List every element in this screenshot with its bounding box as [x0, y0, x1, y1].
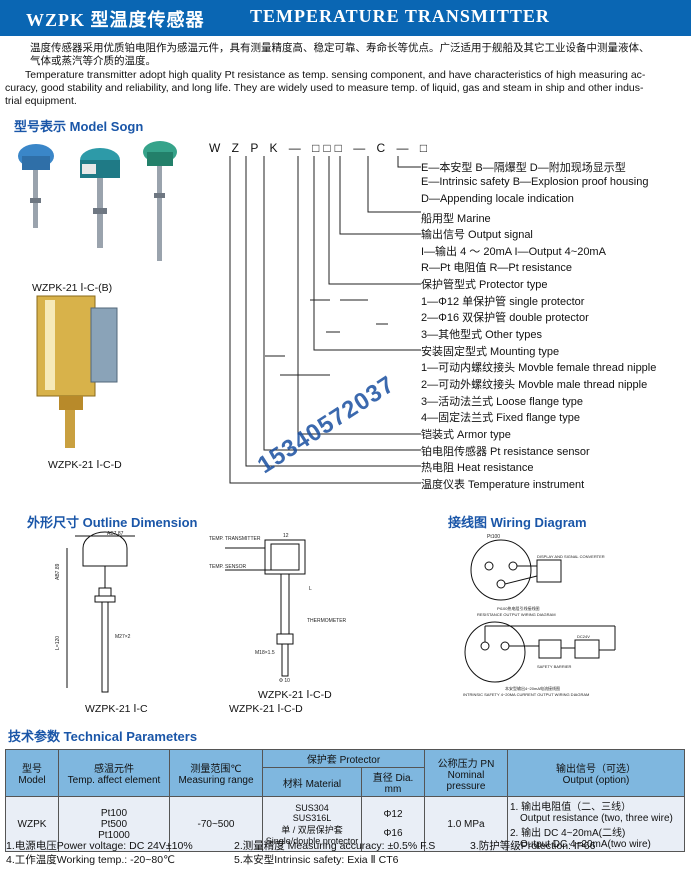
- label-mounting-4: 4—固定法兰式 Fixed flange type: [421, 412, 580, 424]
- tech-section-title: 技术参数 Technical Parameters: [8, 729, 198, 744]
- label-mounting-3: 3—活动法兰式 Loose flange type: [421, 396, 584, 408]
- label-pt-sensor: 铂电阻传感器 Pt resistance sensor: [421, 446, 590, 458]
- cell-pn: 1.0 MPa: [424, 796, 508, 852]
- intro-en-line3: trial equipment.: [5, 95, 77, 107]
- intro-cn-line1: 温度传感器采用优质铂电阻作为感温元件，具有测量精度高、稳定可靠、寿命长等优点。广…: [30, 42, 650, 54]
- th-material: 材料 Material: [262, 767, 362, 797]
- sensor-head-icon: [80, 148, 120, 248]
- label-temp-sensor: TEMP. SENSOR: [209, 564, 247, 570]
- dim-12: 12: [283, 533, 289, 539]
- intro-cn-line2: 气体或蒸汽等介质的温度。: [30, 55, 156, 67]
- wiring-barrier: SAFETY BARRIER: [537, 664, 571, 669]
- cell-model: WZPK: [5, 796, 59, 852]
- outline-section-title: 外形尺寸 Outline Dimension: [27, 515, 198, 530]
- wiring-caption-1-en: RESISTANCE OUTPUT WIRING DIAGRAM: [477, 612, 556, 617]
- label-protector-1: 1—Φ12 单保护管 single protector: [421, 296, 585, 308]
- label-marine: 船用型 Marine: [421, 213, 491, 225]
- label-mounting-1: 1—可动内螺纹接头 Movble female thread nipple: [421, 362, 657, 374]
- label-armor: 铠装式 Armor type: [421, 429, 511, 441]
- wiring-box-label: DISPLAY AND SIGNAL CONVERTER: [537, 554, 605, 559]
- note-5: 5.本安型Intrinsic safety: Exia Ⅱ CT6: [234, 854, 399, 866]
- wiring-diagram: Pt100 DISPLAY AND SIGNAL CONVERTER Pt100…: [463, 534, 616, 697]
- thread2-label: M18×1.5: [255, 650, 275, 656]
- label-head: TEMP. TRANSMITTER: [209, 536, 261, 542]
- sensor-head-icon: [18, 144, 54, 228]
- outline-drawing-1: AB7.87 AB7.89 L=120 M27×2: [55, 531, 135, 693]
- th-protector: 保护套 Protector: [262, 749, 425, 768]
- cell-range: -70~500: [169, 796, 263, 852]
- label-protector-3: 3—其他型式 Other types: [421, 329, 543, 341]
- note-3: 3.防护等级Protection: IP66: [470, 840, 596, 852]
- model-caption-2: WZPK-21 Ⅰ-C-D: [48, 459, 122, 471]
- outline-drawing-2: TEMP. TRANSMITTER TEMP. SENSOR THERMOMET…: [209, 533, 347, 684]
- dim-l: L: [309, 586, 312, 592]
- intro-en-line2: curacy, good stability and reliability, …: [5, 82, 644, 94]
- product-photo-sensors: [18, 141, 177, 261]
- wiring-caption-2-en: INTRINSIC SAFETY 4~20MA CURRENT OUTPUT W…: [463, 692, 589, 697]
- label-mounting: 安装固定型式 Mounting type: [421, 346, 560, 358]
- outline-caption-2b: WZPK-21 Ⅰ-C-D: [229, 703, 303, 715]
- label-thermometer: THERMOMETER: [307, 618, 347, 624]
- model-leader-lines: [229, 156, 421, 484]
- outline-caption-2a: WZPK-21 Ⅰ-C-D: [258, 689, 332, 701]
- note-1: 1.电源电压Power voltage: DC 24V±10%: [6, 840, 193, 852]
- title-cn: WZPK 型温度传感器: [26, 10, 205, 30]
- label-output-r: R—Pt 电阻值 R—Pt resistance: [421, 262, 572, 274]
- wiring-power: DC24V: [577, 634, 590, 639]
- wiring-caption-2: 本安型输出4~20mA电流接线图: [505, 685, 560, 691]
- dim-top: AB7.87: [107, 531, 124, 537]
- intro-en: Temperature transmitter adopt high quali…: [5, 69, 690, 108]
- outline-caption-1: WZPK-21 Ⅰ-C: [85, 703, 148, 715]
- th-dia: 直径 Dia. mm: [361, 767, 425, 797]
- label-output: 输出信号 Output signal: [421, 229, 533, 241]
- label-mounting-2: 2—可动外螺纹接头 Movble male thread nipple: [421, 379, 648, 391]
- intro-cn: 温度传感器采用优质铂电阻作为感温元件，具有测量精度高、稳定可靠、寿命长等优点。广…: [30, 42, 685, 68]
- label-housing-cn: E—本安型 B—隔爆型 D—附加现场显示型: [421, 162, 626, 174]
- label-instrument: 温度仪表 Temperature instrument: [421, 479, 585, 491]
- label-housing-en2: D—Appending locale indication: [421, 193, 574, 205]
- product-photo-indicator: [36, 295, 118, 448]
- thread-label: M27×2: [115, 634, 131, 640]
- th-output: 输出信号（可选）Output (option): [507, 749, 685, 797]
- label-output-i: I—输出 4 ～ 20mA I—Output 4~20mA: [421, 246, 606, 258]
- cell-output: 1. 输出电阻值（二、三线）Output resistance (two, th…: [507, 796, 685, 852]
- note-2: 2.测量精度 Measuring accuracy: ±0.5% F.S: [234, 840, 436, 852]
- dim-phi: Φ 10: [279, 678, 290, 684]
- label-protector-2: 2—Φ16 双保护管 double protector: [421, 312, 589, 324]
- model-section-title: 型号表示 Model Sogn: [14, 119, 144, 134]
- intro-en-line1: Temperature transmitter adopt high quali…: [25, 69, 646, 81]
- label-protector: 保护管型式 Protector type: [421, 279, 548, 291]
- header-banner: WZPK 型温度传感器 TEMPERATURE TRANSMITTER: [0, 0, 691, 36]
- note-4: 4.工作温度Working temp.: -20~80℃: [6, 854, 175, 866]
- model-caption-1: WZPK-21 Ⅰ-C-(B): [32, 282, 113, 294]
- title-en: TEMPERATURE TRANSMITTER: [250, 6, 550, 26]
- wiring-pt100: Pt100: [487, 534, 500, 540]
- dim-length: L=120: [55, 636, 61, 650]
- wiring-section-title: 接线图 Wiring Diagram: [448, 515, 587, 530]
- wiring-caption-1: Pt100热电阻引线接线图: [497, 605, 539, 611]
- sensor-head-icon: [143, 141, 177, 261]
- label-housing-en1: E—Intrinsic safety B—Explosion proof hou…: [421, 176, 649, 188]
- label-heat-resistance: 热电阻 Heat resistance: [421, 462, 534, 474]
- dim-side: AB7.89: [55, 563, 61, 580]
- model-code: W Z P K — □□□ — C — □: [209, 141, 432, 155]
